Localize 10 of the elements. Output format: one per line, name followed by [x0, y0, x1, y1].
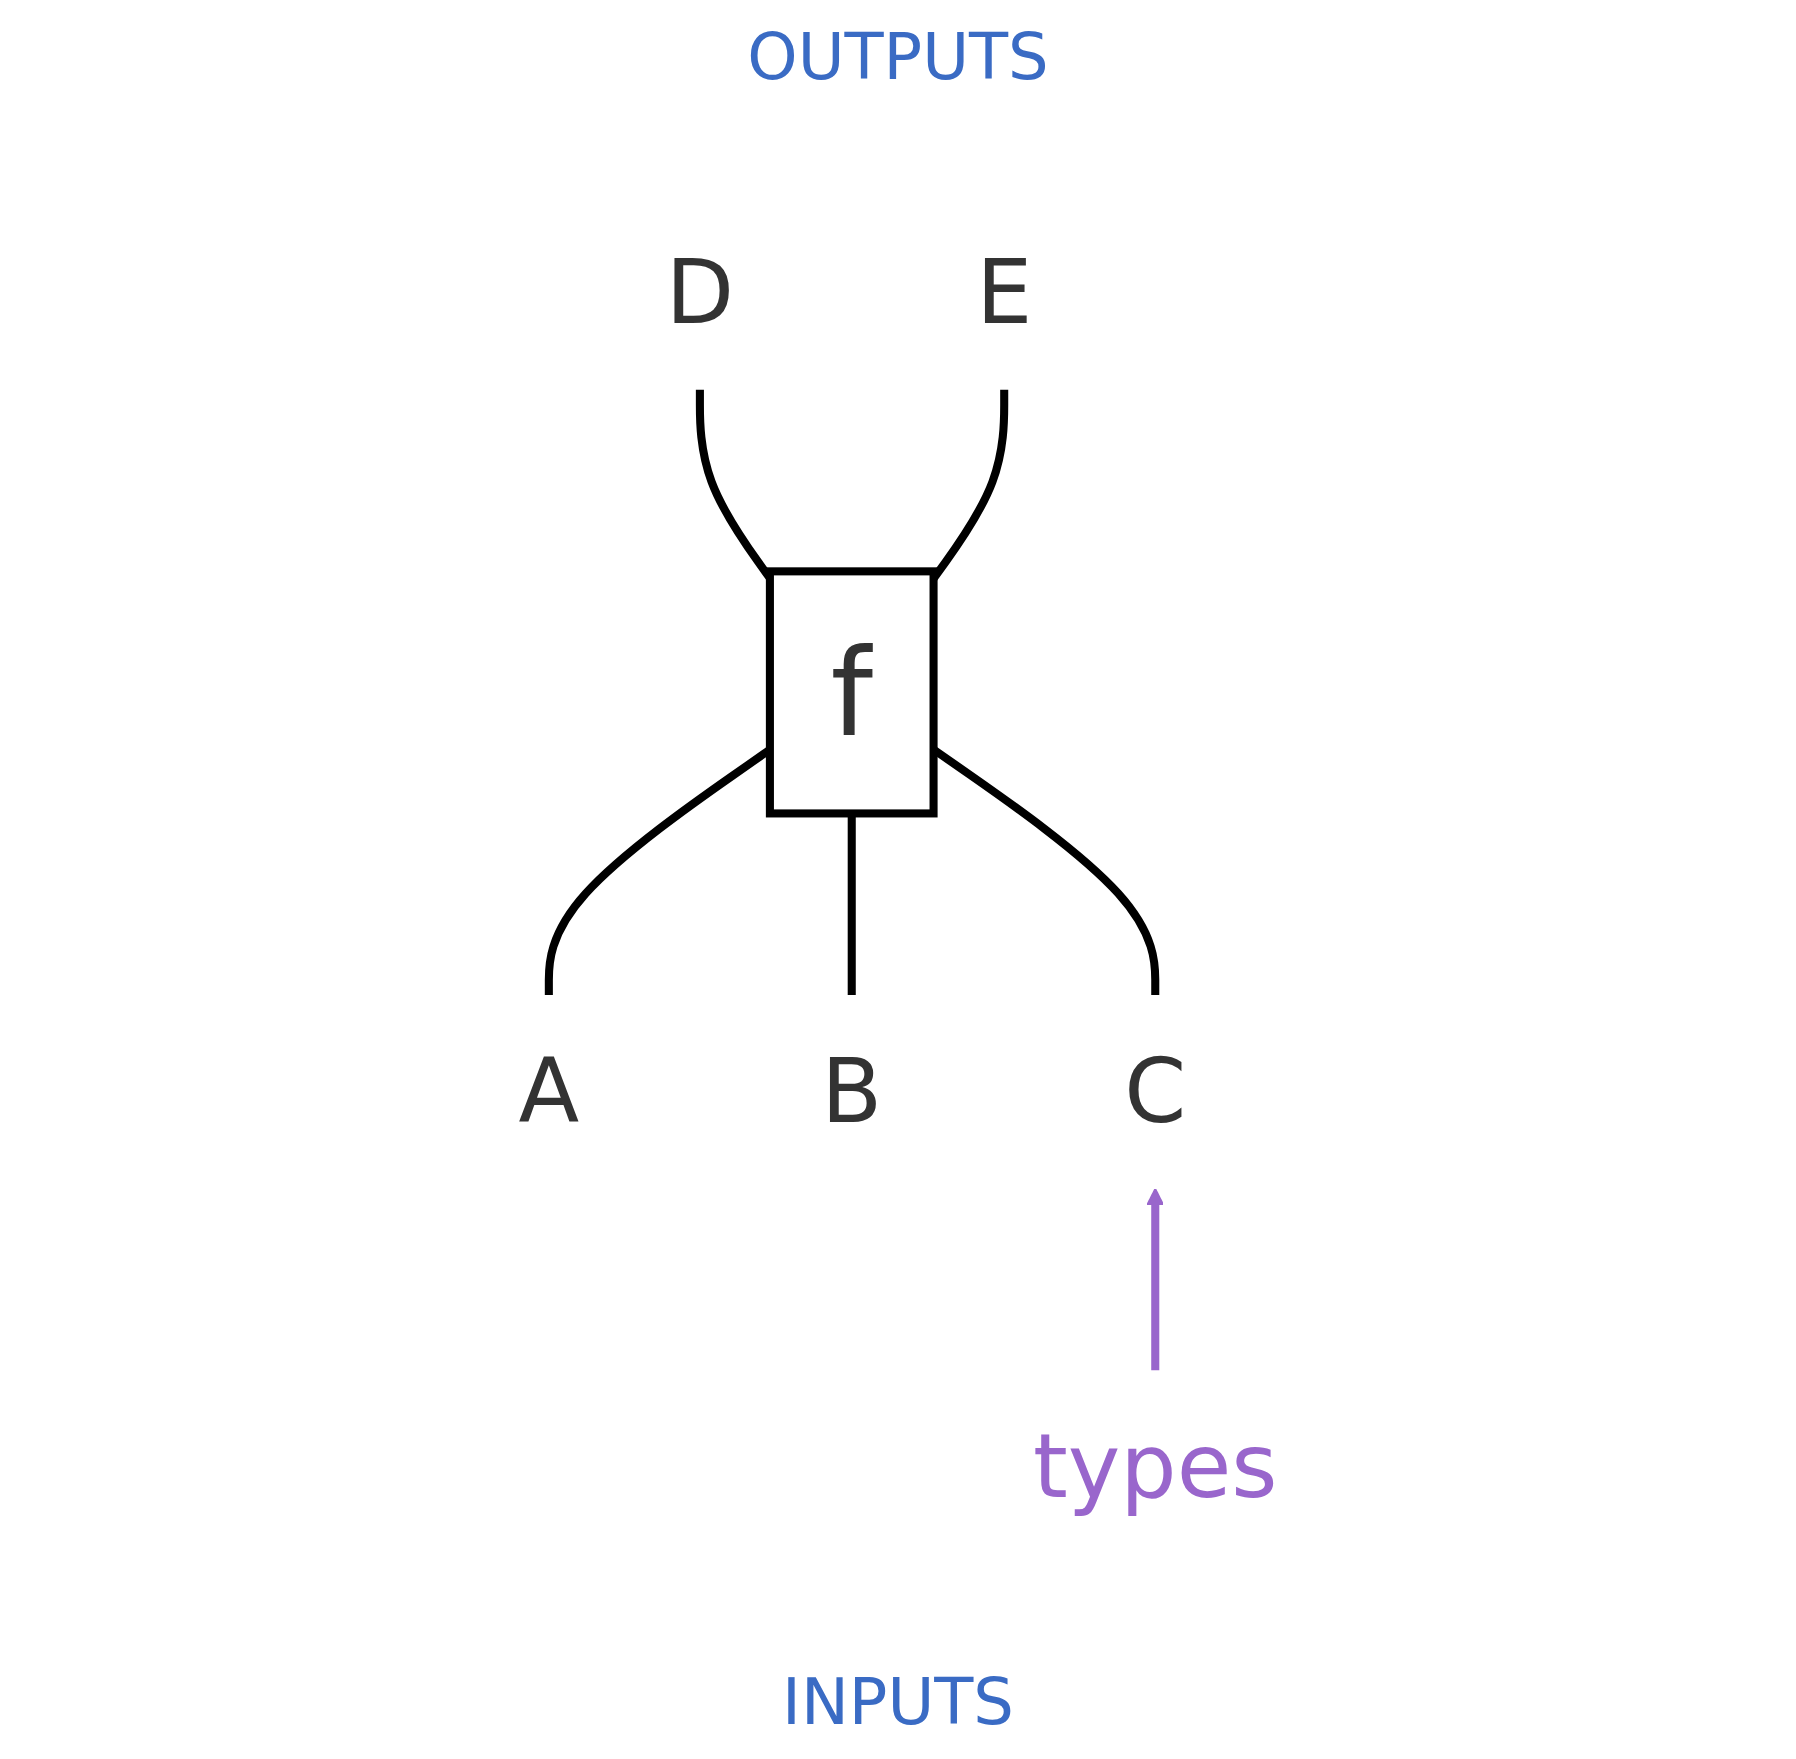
outputs-label: OUTPUTS — [746, 19, 1050, 96]
node-text: B — [821, 1038, 883, 1142]
node-text: E — [976, 240, 1033, 343]
node-text: D — [665, 240, 735, 343]
node-text: C — [1124, 1038, 1187, 1142]
arrow — [1146, 1187, 1165, 1370]
inputs-label: INPUTS — [781, 1664, 1015, 1741]
node-box: f — [765, 566, 938, 817]
node-text: types — [1032, 1414, 1278, 1517]
node-text: A — [518, 1038, 580, 1142]
